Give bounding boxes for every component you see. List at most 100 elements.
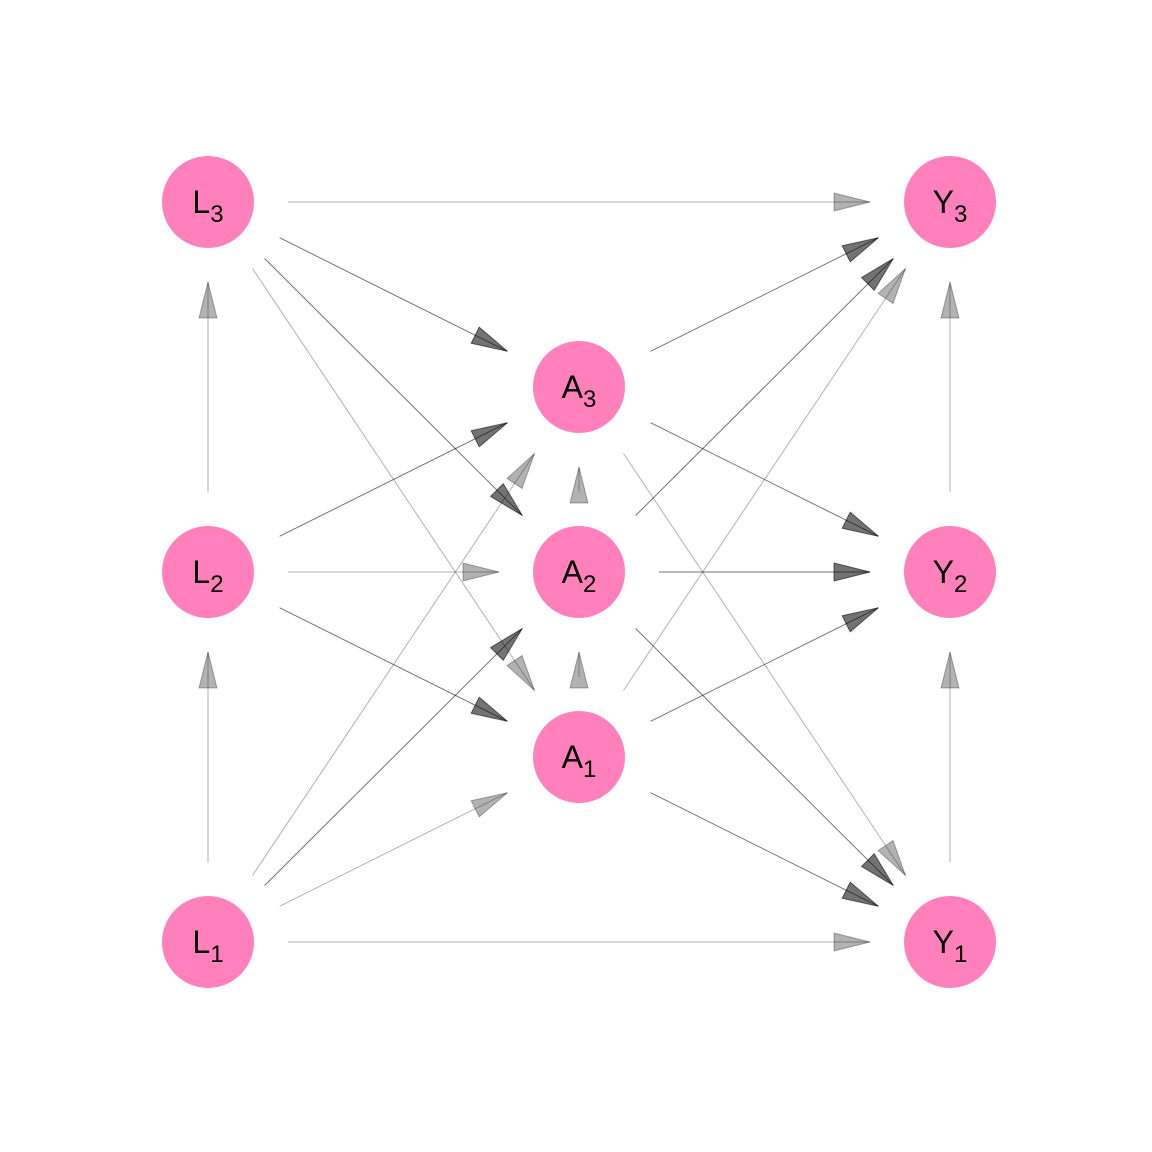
node-label-base: A — [562, 554, 584, 590]
arrowhead — [860, 258, 894, 292]
node-l3: L3 — [162, 156, 254, 248]
edge-l2-to-a1 — [279, 607, 508, 722]
node-circle — [904, 526, 996, 618]
edge-a3-to-y2 — [650, 422, 879, 537]
node-label-subscript: 3 — [210, 201, 223, 228]
node-y2: Y2 — [904, 526, 996, 618]
arrowhead — [833, 562, 871, 582]
node-y3: Y3 — [904, 156, 996, 248]
edge-line — [264, 628, 523, 886]
node-label: L1 — [192, 924, 223, 968]
node-l1: L1 — [162, 896, 254, 988]
arrowhead — [940, 281, 960, 319]
node-label-subscript: 2 — [210, 571, 223, 598]
node-circle — [904, 156, 996, 248]
edge-l2-to-a3 — [279, 422, 508, 537]
arrowhead — [470, 422, 508, 448]
node-label: Y3 — [933, 184, 968, 228]
arrowhead — [462, 562, 500, 582]
node-label: L3 — [192, 184, 223, 228]
edge-y2-to-y3 — [940, 281, 960, 492]
node-a3: A3 — [533, 341, 625, 433]
edge-line — [650, 422, 879, 537]
edge-layer — [198, 192, 960, 952]
node-label-base: Y — [933, 924, 954, 960]
edge-a2-to-y2 — [659, 562, 871, 582]
node-circle — [162, 156, 254, 248]
node-a1: A1 — [533, 711, 625, 803]
node-label: Y1 — [933, 924, 968, 968]
edge-l1-to-l2 — [198, 651, 218, 862]
arrowhead — [841, 511, 879, 537]
edge-a2-to-y1 — [635, 628, 894, 886]
node-label-base: A — [562, 369, 584, 405]
arrowhead — [841, 607, 879, 633]
node-label-base: L — [192, 184, 210, 220]
edge-line — [650, 792, 879, 907]
arrowhead — [470, 792, 508, 818]
edge-a3-to-y1 — [623, 453, 907, 876]
node-label-subscript: 2 — [583, 571, 596, 598]
edge-line — [279, 237, 508, 352]
arrowhead — [860, 852, 894, 886]
node-label: L2 — [192, 554, 223, 598]
edge-l3-to-a3 — [279, 237, 508, 352]
node-circle — [533, 526, 625, 618]
node-label-subscript: 3 — [583, 386, 596, 413]
edge-l1-to-a2 — [264, 628, 523, 886]
node-circle — [533, 341, 625, 433]
edge-l3-to-a1 — [252, 268, 536, 691]
edge-l2-to-l3 — [198, 281, 218, 492]
edge-line — [252, 268, 535, 691]
arrowhead — [877, 268, 907, 305]
node-label-subscript: 1 — [210, 941, 223, 968]
arrowhead — [841, 237, 879, 263]
node-label-base: A — [562, 739, 584, 775]
node-label-subscript: 1 — [583, 756, 596, 783]
node-circle — [162, 526, 254, 618]
arrowhead — [506, 453, 536, 490]
arrowhead — [877, 839, 907, 876]
edge-a1-to-y1 — [650, 792, 879, 907]
edge-a1-to-y2 — [650, 607, 879, 722]
arrowhead — [569, 466, 589, 504]
edge-l3-to-a2 — [264, 258, 523, 516]
arrowhead — [470, 326, 508, 352]
arrowhead — [841, 881, 879, 907]
edge-line — [635, 628, 894, 886]
node-label-base: L — [192, 924, 210, 960]
node-label-subscript: 2 — [954, 571, 967, 598]
edge-a1-to-a2 — [569, 651, 589, 689]
arrowhead — [489, 628, 523, 662]
arrowhead — [489, 482, 523, 516]
edge-line — [635, 258, 894, 516]
arrowhead — [198, 651, 218, 689]
node-circle — [162, 896, 254, 988]
edge-line — [279, 422, 508, 537]
edge-line — [264, 258, 523, 516]
node-circle — [904, 896, 996, 988]
edge-line — [650, 237, 879, 352]
node-label-base: Y — [933, 554, 954, 590]
node-a2: A2 — [533, 526, 625, 618]
node-l2: L2 — [162, 526, 254, 618]
arrowhead — [198, 281, 218, 319]
edge-y1-to-y2 — [940, 651, 960, 862]
node-label-subscript: 1 — [954, 941, 967, 968]
arrowhead — [506, 654, 536, 691]
node-label: A3 — [562, 369, 597, 413]
node-label-base: Y — [933, 184, 954, 220]
node-label: A1 — [562, 739, 597, 783]
edge-a2-to-a3 — [569, 466, 589, 504]
node-label-base: L — [192, 554, 210, 590]
edge-l1-to-y1 — [288, 932, 871, 952]
edge-line — [279, 607, 508, 722]
arrowhead — [833, 932, 871, 952]
arrowhead — [833, 192, 871, 212]
edge-l3-to-y3 — [288, 192, 871, 212]
edge-line — [279, 792, 508, 907]
edge-l2-to-a2 — [288, 562, 500, 582]
edge-line — [650, 607, 879, 722]
